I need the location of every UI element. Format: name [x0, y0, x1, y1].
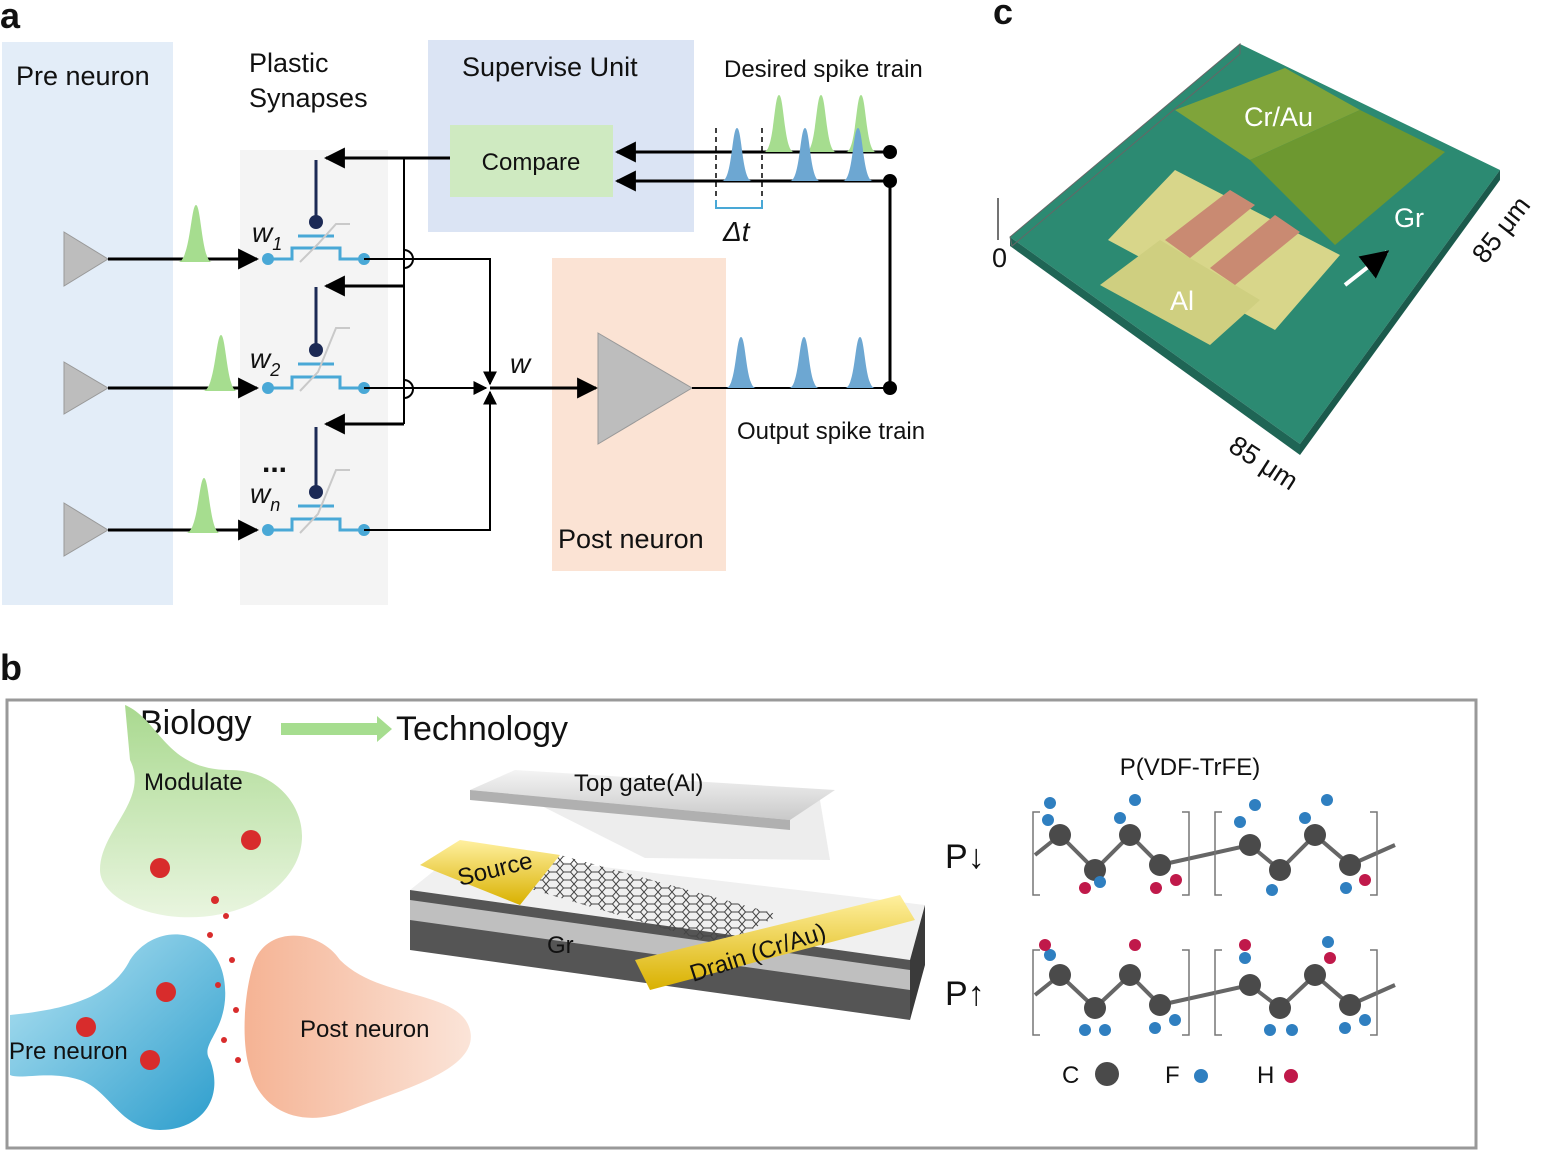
pre-neuron-n-triangle [63, 502, 109, 557]
substrate-side [910, 905, 925, 1020]
substrate-side-left [1010, 237, 1300, 455]
panel-b-letter: b [0, 647, 22, 688]
cr-au-label: Cr/Au [1244, 102, 1313, 132]
legend-f-label: F [1165, 1062, 1180, 1089]
legend-h-label: H [1257, 1062, 1274, 1089]
synapse-output-n [364, 390, 497, 531]
top-gate-label: Top gate(Al) [574, 770, 703, 797]
legend-c-atom [1095, 1062, 1119, 1086]
panel-b: b Biology Technology Modulate Pre neuron… [0, 647, 1478, 1150]
synapse-2 [262, 287, 370, 394]
al-gate-top [1108, 170, 1340, 330]
cr-au-pad-right [1250, 110, 1445, 245]
supervise-unit-label: Supervise Unit [462, 52, 638, 82]
panel-c-letter: c [993, 0, 1013, 32]
top-gate [470, 770, 835, 820]
legend-f-atom [1194, 1069, 1208, 1083]
post-neuron-cell [244, 935, 471, 1118]
pre-neuron-label: Pre neuron [16, 61, 150, 91]
weight-n-label: wn [250, 478, 280, 515]
fluorine-atoms [1042, 794, 1371, 1036]
pre-neuron-2-triangle [63, 361, 109, 415]
legend-h-atom [1284, 1069, 1298, 1083]
pre-neuron-1-triangle [63, 231, 109, 287]
channel-strip-1 [1165, 190, 1255, 258]
desired-spikes [764, 95, 876, 152]
source-electrode [420, 840, 560, 905]
axis-frame-back [1009, 42, 1241, 247]
pre-neuron-cell [10, 934, 226, 1130]
polymer-brackets [1032, 811, 1378, 1036]
al-gate-extension [1100, 240, 1260, 345]
hydrogen-atoms [1039, 874, 1371, 964]
technology-label: Technology [396, 710, 568, 748]
post-neuron-cell-label: Post neuron [300, 1016, 429, 1043]
input-spike-n [186, 478, 220, 533]
input-spike-2 [203, 335, 237, 391]
panel-c: c Cr/Au Gr Al 0 85 μm 85 μm [992, 0, 1536, 496]
modulate-cell [100, 705, 303, 918]
compare-box [450, 125, 613, 197]
p-down-label: P↓ [945, 838, 985, 876]
substrate-side-right [1300, 170, 1500, 455]
weight-2-label: w2 [250, 343, 280, 380]
plastic-label-line2: Synapses [249, 83, 368, 113]
top-gate-side [470, 790, 790, 830]
carbon-atoms [1049, 824, 1361, 1019]
bio-tech-arrow-head [377, 716, 392, 742]
synapse-1 [262, 160, 370, 265]
gr-label-c: Gr [1394, 203, 1424, 233]
desired-spike-train-label: Desired spike train [724, 56, 923, 83]
drain-electrode [635, 895, 915, 990]
bio-tech-arrow-shaft [281, 723, 377, 735]
sum-weight-label: w [510, 348, 532, 379]
cr-au-pad-left [1175, 68, 1360, 160]
p-up-label: P↑ [945, 975, 985, 1013]
modulate-label: Modulate [144, 769, 243, 796]
polymer-chain-down [1033, 832, 1396, 873]
neurotransmitter-vesicles [76, 830, 261, 1070]
output-spikes-top [722, 128, 873, 181]
post-neuron-triangle [597, 332, 693, 445]
input-spike-1 [178, 205, 212, 262]
output-spikes-bottom [726, 337, 875, 388]
compare-label: Compare [482, 149, 581, 176]
gr-arrow [1343, 250, 1390, 287]
panel-a-letter: a [0, 0, 21, 36]
delta-t-label: Δt [722, 216, 751, 247]
weight-1-label: w1 [252, 217, 282, 254]
plastic-label-line1: Plastic [249, 48, 329, 78]
post-neuron-label: Post neuron [558, 524, 704, 554]
output-spike-train-label: Output spike train [737, 418, 925, 445]
z-zero-label: 0 [992, 243, 1007, 273]
legend-c-label: C [1062, 1062, 1079, 1089]
polymer-label: P(VDF-TrFE) [1120, 754, 1260, 781]
synapse-output-1 [364, 258, 497, 386]
panel-a: a Pre neuron Plastic Synapses Supervise … [0, 0, 925, 605]
graphene-sheet [500, 855, 780, 945]
dielectric-layer [410, 900, 910, 990]
panel-b-frame [5, 698, 1478, 1150]
polymer-chain-up [1033, 972, 1396, 1011]
channel-strip-2 [1210, 215, 1300, 285]
al-label: Al [1170, 286, 1194, 316]
delta-t-bracket [715, 128, 763, 209]
gr-label-b: Gr [547, 932, 574, 959]
ellipsis: ... [262, 446, 287, 479]
pre-neuron-cell-label: Pre neuron [9, 1038, 128, 1065]
pre-neuron-region [2, 42, 173, 605]
